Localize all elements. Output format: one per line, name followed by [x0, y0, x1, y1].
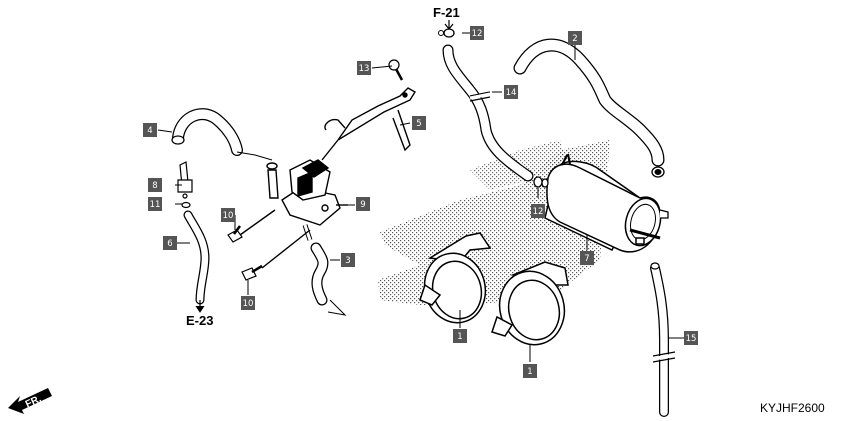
hose-15 — [650, 262, 676, 417]
svg-text:12: 12 — [472, 29, 483, 39]
evap-canister — [539, 153, 669, 253]
ref-label-bottom-left: E-23 — [186, 313, 213, 328]
hose-6 — [183, 210, 210, 313]
callout-3: 3 — [341, 253, 355, 267]
joint-8 — [177, 161, 193, 199]
clamp-12-top — [438, 28, 455, 38]
svg-text:5: 5 — [416, 119, 421, 129]
callout-14: 14 — [504, 85, 518, 99]
bolt-10-upper — [227, 225, 243, 243]
callout-9: 9 — [356, 197, 370, 211]
callout-12-top: 12 — [470, 26, 484, 40]
svg-text:1: 1 — [457, 332, 462, 342]
clamp-12-canister — [533, 176, 549, 188]
callout-7: 7 — [580, 251, 594, 265]
canister-clamp-1-right — [491, 261, 569, 346]
svg-text:12: 12 — [533, 207, 544, 217]
bolt-10-lower — [241, 264, 263, 281]
callout-1-right: 1 — [523, 364, 537, 378]
svg-text:4: 4 — [147, 126, 152, 136]
svg-text:9: 9 — [360, 200, 365, 210]
screw-13 — [388, 59, 404, 81]
svg-text:1: 1 — [527, 367, 532, 377]
bracket-5 — [324, 87, 416, 152]
callout-10-lower: 10 — [241, 296, 255, 310]
hose-3 — [310, 242, 347, 316]
svg-text:13: 13 — [359, 64, 370, 74]
svg-text:2: 2 — [572, 34, 577, 44]
svg-text:14: 14 — [506, 88, 517, 98]
callout-1-left: 1 — [453, 329, 467, 343]
callout-15: 15 — [684, 331, 698, 345]
solenoid-valve-9 — [239, 139, 348, 269]
svg-text:10: 10 — [243, 299, 254, 309]
svg-text:10: 10 — [223, 211, 234, 221]
hose-4 — [171, 108, 273, 161]
leader-lines — [157, 32, 684, 362]
ref-label-top: F-21 — [433, 5, 460, 20]
svg-text:7: 7 — [584, 254, 589, 264]
canister-clamp-1-left — [419, 232, 492, 324]
callout-5: 5 — [412, 116, 426, 130]
svg-text:6: 6 — [167, 239, 172, 249]
callout-8: 8 — [148, 178, 162, 192]
clip-11 — [181, 201, 191, 209]
hose-14 — [442, 44, 534, 182]
callout-4: 4 — [143, 123, 157, 137]
hose-2 — [513, 38, 665, 178]
callout-10-upper: 10 — [221, 208, 235, 222]
callout-12-canister: 12 — [531, 204, 545, 218]
callout-2: 2 — [568, 31, 582, 45]
svg-text:3: 3 — [345, 256, 350, 266]
front-direction-arrow: FR. — [8, 388, 52, 414]
callout-11: 11 — [148, 197, 162, 211]
arrow-top-ref — [444, 20, 454, 30]
svg-text:15: 15 — [686, 334, 697, 344]
diagram-code: KYJHF2600 — [760, 401, 825, 415]
svg-text:8: 8 — [152, 181, 157, 191]
callout-13: 13 — [357, 61, 371, 75]
callout-6: 6 — [163, 236, 177, 250]
svg-text:11: 11 — [150, 200, 161, 210]
